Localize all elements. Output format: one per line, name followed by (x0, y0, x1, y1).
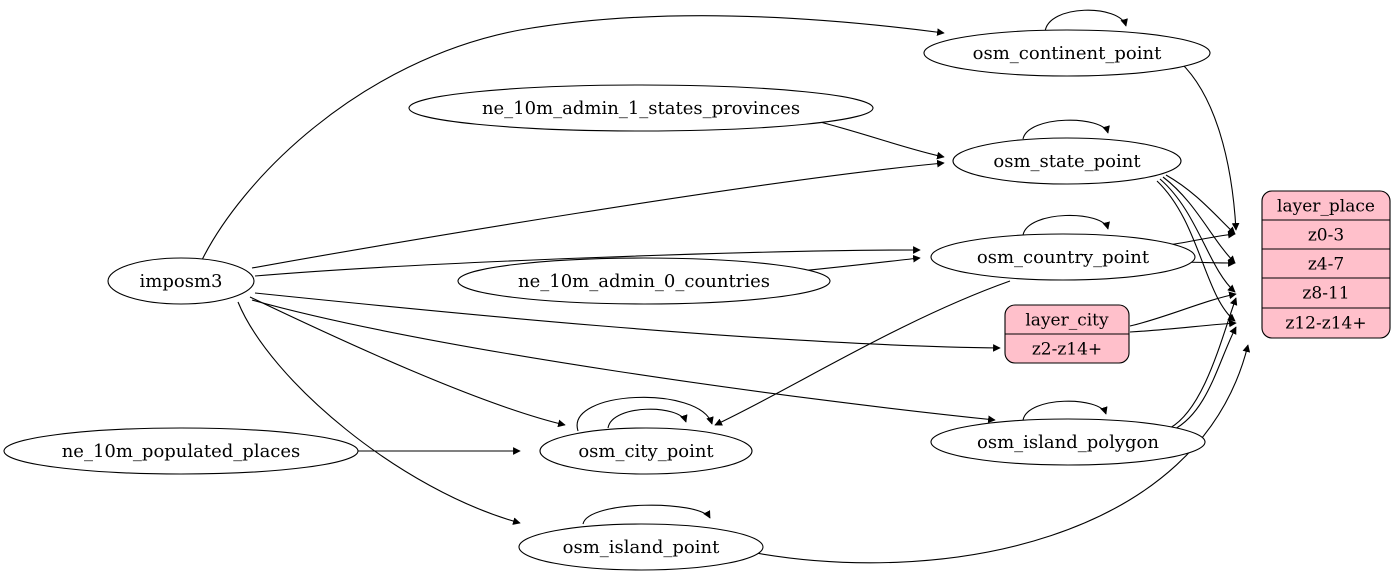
edge-osm_state_point-to-layer_place-z12-z14 (1156, 180, 1236, 322)
node-osm_continent_point[interactable]: osm_continent_point (923, 29, 1211, 77)
node-ne_10m_admin_0_countries[interactable]: ne_10m_admin_0_countries (457, 257, 831, 305)
layer_city-title: layer_city (1025, 311, 1109, 331)
node-osm_state_point[interactable]: osm_state_point (952, 137, 1182, 185)
edge-self-osm_island_point (582, 504, 711, 525)
edge-self-osm_continent_point (1044, 9, 1128, 33)
node-ne_states-label: ne_10m_admin_1_states_provinces (482, 98, 800, 119)
edge-imposm3-to-osm_city_point (249, 296, 566, 428)
node-ne_10m_populated_places[interactable]: ne_10m_populated_places (3, 427, 359, 475)
layer_place-row-z12-z14[interactable]: z12-z14+ (1285, 314, 1366, 334)
node-osm_city_point[interactable]: osm_city_point (539, 427, 753, 475)
edge-imposm3-to-osm_island_point (237, 301, 521, 525)
edge-ne_countries-to-osm_country_point (799, 254, 921, 272)
node-osm_country_point-label: osm_country_point (977, 247, 1150, 268)
edge-osm_continent_point-to-layer_place-z0-3 (1179, 61, 1240, 231)
node-osm_continent_point-label: osm_continent_point (973, 43, 1162, 64)
edge-self-osm_country_point (1022, 214, 1110, 236)
record-layer_city[interactable]: layer_city z2-z14+ (1004, 304, 1130, 364)
edge-self-osm_state_point (1022, 119, 1110, 140)
layer_place-row-z8-11[interactable]: z8-11 (1302, 284, 1349, 304)
edge-imposm3-to-osm_continent_point (199, 15, 945, 265)
edge-ne_states-to-osm_state_point (819, 121, 945, 160)
node-osm_country_point[interactable]: osm_country_point (930, 233, 1196, 281)
nodes-layer: imposm3 ne_10m_admin_1_states_provinces … (3, 29, 1211, 571)
edge-osm_state_point-to-layer_place-z0-3 (1165, 174, 1236, 235)
layer_place-title: layer_place (1277, 197, 1375, 217)
layer_place-row-z0-3[interactable]: z0-3 (1308, 226, 1344, 246)
edge-osm_island_polygon-to-layer_place-z12-z14 (1172, 326, 1237, 431)
edge-imposm3-to-osm_country_point (254, 246, 921, 277)
edge-osm_state_point-to-layer_place-z4-7 (1162, 176, 1236, 264)
edge-layer_city-to-layer_place-z8-11 (1129, 291, 1237, 327)
edge-imposm3-to-osm_state_point (251, 159, 945, 269)
edge-osm_island_polygon-to-layer_place-z8-11 (1169, 297, 1238, 429)
node-imposm3[interactable]: imposm3 (107, 257, 255, 305)
edges-layer (199, 9, 1251, 564)
node-osm_island_point-label: osm_island_point (563, 537, 720, 558)
edge-osm_country_point-to-osm_city_point (714, 280, 1011, 426)
edge-osm_country_point-to-layer_place-z0-3 (1167, 230, 1236, 246)
layer_place-row-z4-7[interactable]: z4-7 (1308, 255, 1344, 275)
node-osm_city_point-label: osm_city_point (578, 441, 714, 462)
node-osm_island_point[interactable]: osm_island_point (518, 523, 764, 571)
edge-imposm3-to-layer_city (254, 292, 1001, 352)
layer_city-row-z2-z14[interactable]: z2-z14+ (1032, 340, 1102, 360)
edge-imposm3-to-osm_island_polygon (251, 299, 996, 424)
node-ne_countries-label: ne_10m_admin_0_countries (518, 271, 770, 292)
edge-self-osm_city_point (607, 408, 688, 429)
edge-osm_island_point-to-layer_place-z12-z14 (739, 344, 1251, 564)
edge-self-outer-osm_city_point (576, 396, 714, 432)
node-ne_10m_admin_1_states_provinces[interactable]: ne_10m_admin_1_states_provinces (408, 84, 874, 132)
node-imposm3-label: imposm3 (140, 271, 223, 292)
edge-layer_city-to-layer_place-z12-z14 (1129, 319, 1237, 333)
node-ne_populated-label: ne_10m_populated_places (62, 441, 301, 462)
node-osm_state_point-label: osm_state_point (993, 151, 1141, 172)
edge-self-osm_island_polygon (1022, 400, 1108, 421)
node-osm_island_polygon[interactable]: osm_island_polygon (930, 418, 1206, 466)
node-osm_island_polygon-label: osm_island_polygon (977, 432, 1159, 453)
record-layer_place[interactable]: layer_place z0-3 z4-7 z8-11 z12-z14+ (1261, 190, 1391, 339)
